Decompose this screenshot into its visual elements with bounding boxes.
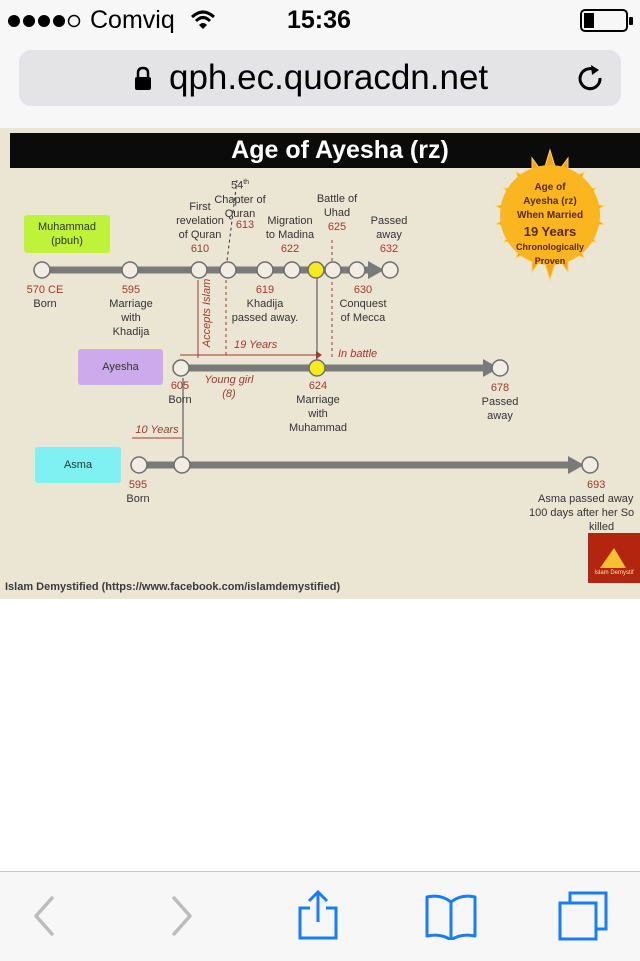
infographic-footer: Islam Demystified (https://www.facebook.… [5,581,341,593]
asma-label-box: Asma [35,447,121,483]
clock: 15:36 [287,6,351,34]
event-migration: Migration to Madina 622 [265,215,315,255]
event-first-revelation: First revelation of Quran 610 [176,201,224,255]
year-613: 613 [235,219,255,231]
ayesha-born: 605 Born [168,380,192,406]
share-icon [298,890,338,940]
event-born-570: 570 CE Born [26,284,64,310]
in-battle-label: In battle [338,348,378,360]
url-text: qph.ec.quoracdn.net [169,58,489,97]
ten-years-label: 10 Years [135,424,179,436]
forward-button[interactable] [168,896,196,936]
event-khadija-passed: 619 Khadija passed away. [231,284,299,324]
carrier-name: Comviq [90,6,175,34]
address-bar[interactable]: qph.ec.quoracdn.net [19,50,621,106]
book-icon [425,894,477,940]
tabs-icon [558,891,608,941]
infographic-title: Age of Ayesha (rz) [231,136,449,164]
ayesha-label-box: Ayesha [78,349,163,385]
tabs-button[interactable] [556,890,610,942]
badge-text: Age of Ayesha (rz) When Married 19 Years… [515,182,584,266]
ayesha-passed: 678 Passed away [481,382,519,422]
event-marriage-khadija: 595 Marriage with Khadija [109,284,153,338]
event-54th-chapter: 54th Chapter of Quran [214,179,266,220]
browser-url-area: qph.ec.quoracdn.net [0,42,640,129]
muhammad-label-box: Muhammad (pbuh) [24,215,110,253]
asma-passed: 693 Asma passed away 100 days after her … [529,479,635,533]
event-battle-uhad: Battle of Uhad 625 [316,193,358,233]
battery-icon [580,9,633,32]
chevron-right-icon [172,896,192,936]
logo-text: Islam Demystif [594,570,634,576]
infographic-image: Age of Ayesha (rz) [0,128,640,599]
signal-strength-icon [8,14,81,28]
ayesha-marriage: 624 Marriage with Muhammad [288,380,348,434]
nineteen-years-label: 19 Years [234,339,278,351]
status-bar: Comviq 15:36 [0,0,640,42]
asma-born: 595 Born [126,479,150,505]
share-button[interactable] [296,890,340,942]
reload-icon[interactable] [575,63,607,95]
safari-toolbar [0,871,640,961]
back-button[interactable] [30,896,58,936]
lock-icon [135,66,151,90]
bookmarks-button[interactable] [424,892,478,940]
timeline-graphics [33,148,640,583]
accepts-islam-label: Accepts Islam [201,278,213,348]
young-girl-label: Young girl (8) [204,374,254,400]
chevron-left-icon [34,896,54,936]
event-conquest-mecca: 630 Conquest of Mecca [339,284,387,324]
event-passed-away: Passed away 632 [370,215,408,255]
wifi-icon [190,10,216,29]
